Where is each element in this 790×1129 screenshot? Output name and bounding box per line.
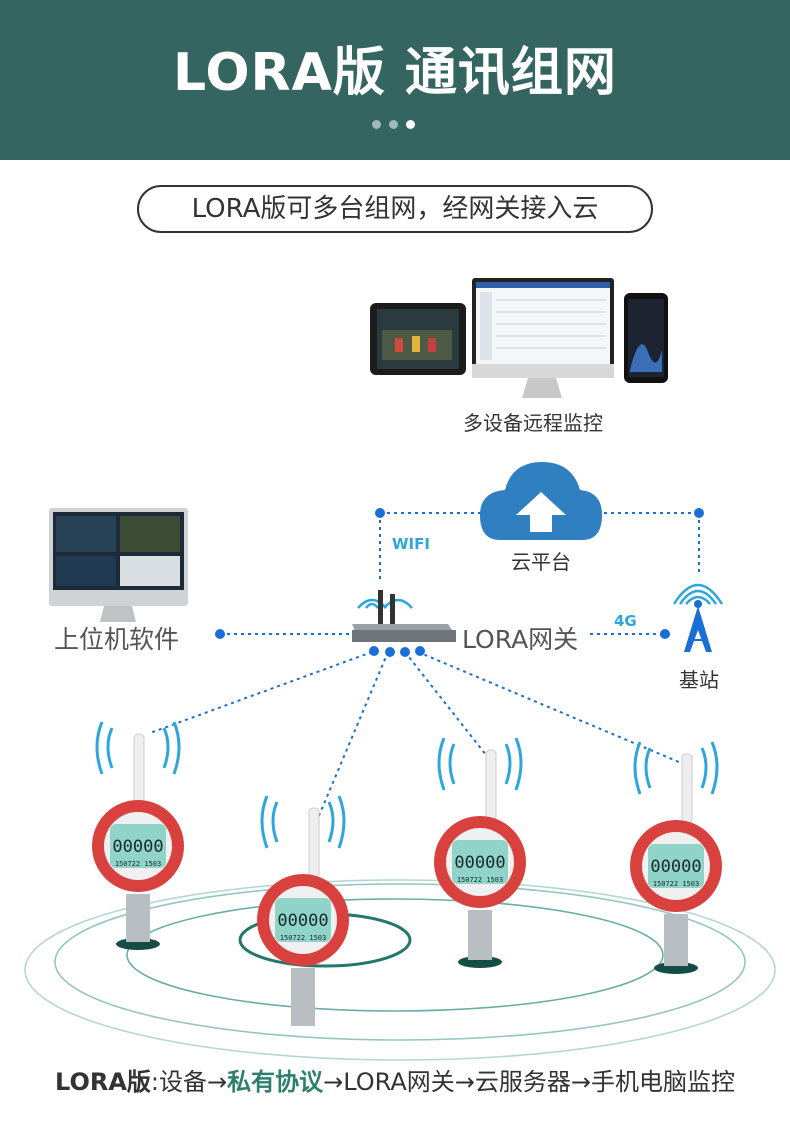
pager-dot <box>389 120 398 129</box>
header-banner: LORA版 通讯组网 <box>0 0 790 160</box>
upper-software-label: 上位机软件 <box>54 625 180 654</box>
cloud-icon <box>480 462 602 540</box>
device-reading: 00000 <box>650 857 701 877</box>
imac-icon <box>49 508 188 622</box>
wifi-link-label: WIFI <box>392 535 430 553</box>
device-reading: 00000 <box>277 911 328 931</box>
pressure-transmitter-4 <box>630 741 722 974</box>
tablet-icon <box>370 303 466 375</box>
footer-caption: LORA版:设备→私有协议→LORA网关→云服务器→手机电脑监控 <box>0 1062 790 1097</box>
lora-gateway-label: LORA网关 <box>462 625 579 654</box>
pager-dots <box>372 120 415 129</box>
remote-monitor-label: 多设备远程监控 <box>463 411 603 435</box>
base-station-label: 基站 <box>679 668 719 692</box>
footer-rest: →LORA网关→云服务器→手机电脑监控 <box>323 1068 735 1096</box>
cell-link-label: 4G <box>614 612 637 630</box>
smartphone-icon <box>624 293 668 383</box>
desktop-monitor-icon <box>472 278 614 398</box>
device-reading: 00000 <box>112 837 163 857</box>
pager-dot <box>372 120 381 129</box>
pressure-transmitter-2 <box>257 795 349 1026</box>
footer-sep: :设备→ <box>150 1068 228 1096</box>
device-footer-text: 150722 1503 <box>280 934 326 942</box>
device-reading: 00000 <box>454 853 505 873</box>
device-footer-text: 150722 1503 <box>457 876 503 884</box>
pressure-transmitter-3 <box>434 737 526 968</box>
device-footer-text: 150722 1503 <box>653 880 699 888</box>
cloud-platform-label: 云平台 <box>511 550 571 574</box>
base-station-tower-icon <box>672 583 724 652</box>
gateway-router-icon <box>352 590 456 642</box>
ripple-ring <box>126 898 664 1012</box>
footer-highlight: 私有协议 <box>227 1068 324 1096</box>
ripple-rings <box>24 879 776 1061</box>
ripple-ring <box>24 879 776 1061</box>
pager-dot-active <box>406 120 415 129</box>
page-title: LORA版 通讯组网 <box>173 43 617 103</box>
link-dots <box>215 508 704 657</box>
link-lines <box>149 512 700 819</box>
subtitle-pill: LORA版可多台组网，经网关接入云 <box>137 185 653 233</box>
ripple-ring <box>54 883 746 1041</box>
pressure-transmitter-1 <box>92 721 184 950</box>
footer-prefix: LORA版 <box>55 1068 151 1096</box>
device-footer-text: 150722 1503 <box>115 860 161 868</box>
